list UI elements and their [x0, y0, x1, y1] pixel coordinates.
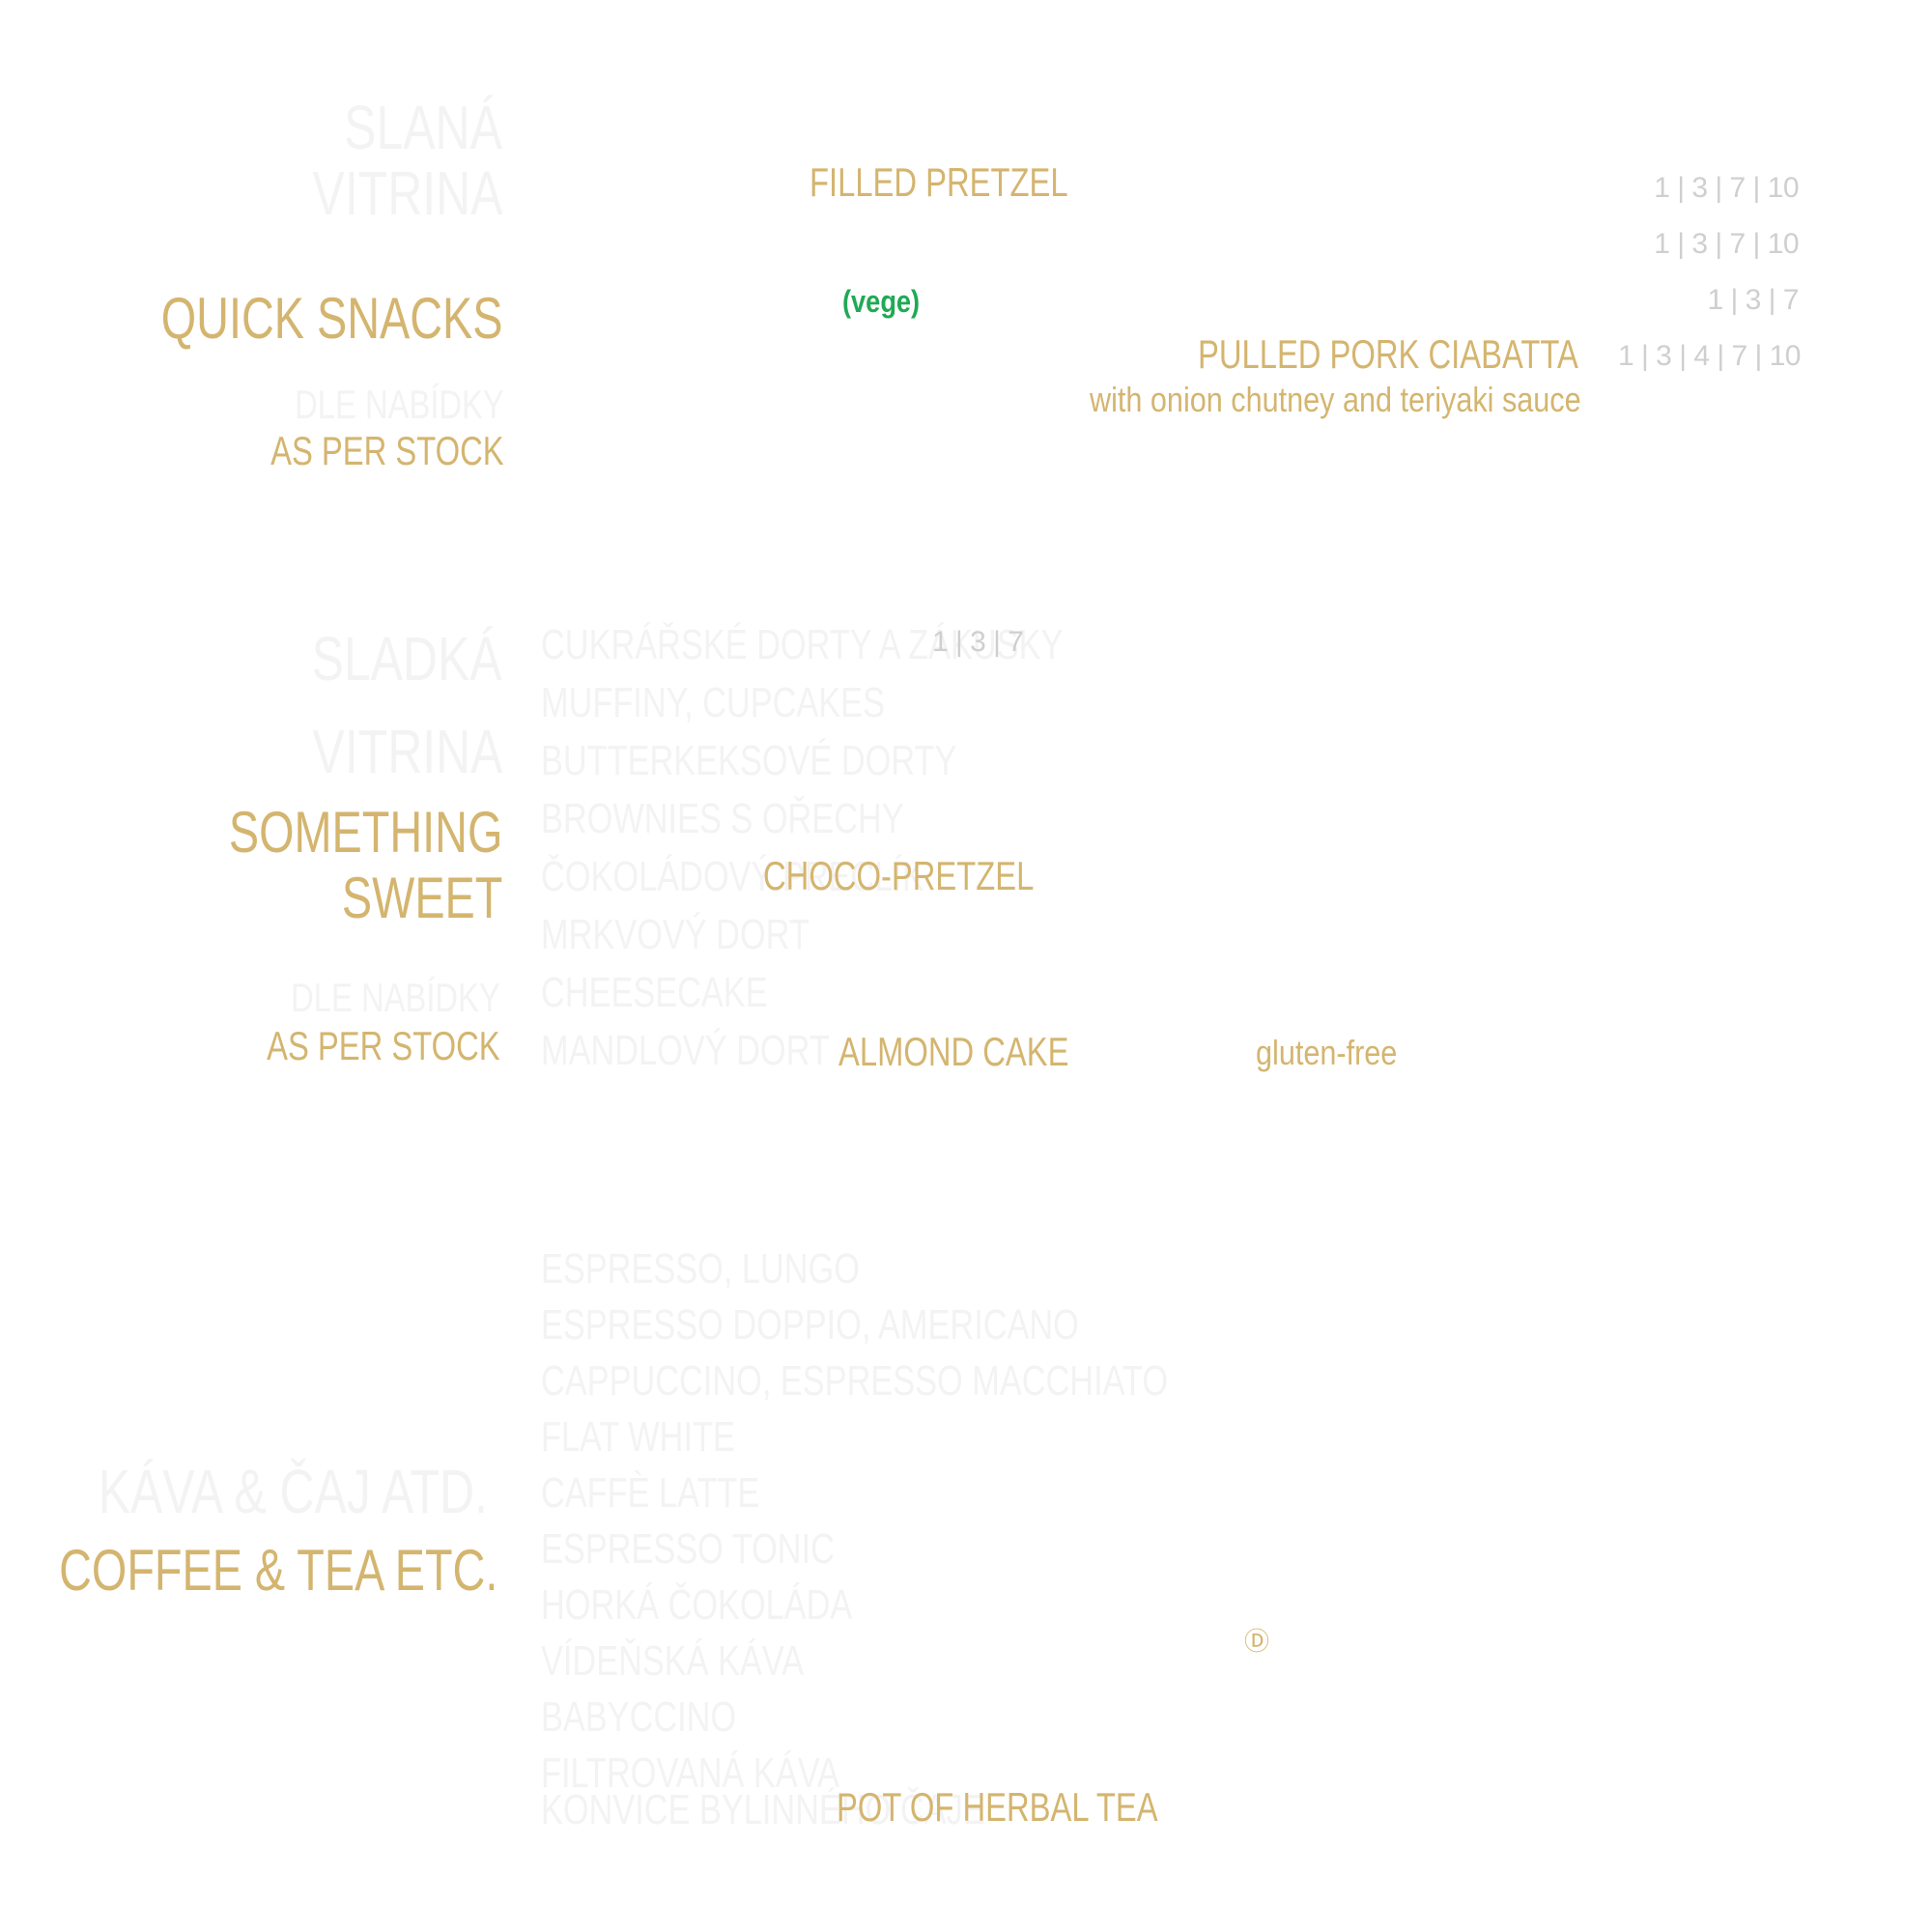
ghost-menu-row: ČOKOLÁDOVÝ PRECLÍK: [541, 853, 924, 900]
allergen-list: 1 | 3 | 7 | 10: [1654, 228, 1799, 260]
ghost-menu-row: MUFFINY, CUPCAKES: [541, 679, 885, 726]
ghost-price-note: DLE NABÍDKY: [295, 382, 504, 427]
stock-note: AS PER STOCK: [267, 1023, 500, 1068]
ghost-menu-row: CUKRÁŘSKÉ DORTY A ZÁKUSKY: [541, 621, 1064, 668]
ghost-menu-row: BABYCCINO: [541, 1693, 737, 1741]
category-title-coffee-tea: COFFEE & TEA ETC.: [58, 1538, 497, 1603]
category-title-something-sweet-line1: SOMETHING: [228, 800, 502, 865]
vege-badge: (vege): [842, 284, 921, 319]
ghost-menu-row: FILTROVANÁ KÁVA: [541, 1749, 839, 1797]
item-pulled-pork-ciabatta: PULLED PORK CIABATTA: [1198, 331, 1578, 377]
ghost-menu-row: CAFFÈ LATTE: [541, 1469, 760, 1517]
ghost-menu-row: MANDLOVÝ DORT: [541, 1027, 830, 1074]
ghost-category-title-line2: VITRINA: [312, 717, 502, 786]
ghost-menu-row: VÍDEŇSKÁ KÁVA: [541, 1637, 805, 1685]
ghost-menu-row: CHEESECAKE: [541, 969, 768, 1016]
ghost-menu-row: BROWNIES S OŘECHY: [541, 795, 904, 842]
item-description: with onion chutney and teriyaki sauce: [1090, 380, 1581, 419]
allergen-list: 1 | 3 | 4 | 7 | 10: [1618, 340, 1801, 372]
ghost-category-title-line1: SLANÁ: [344, 93, 502, 162]
allergen-list: 1 | 3 | 7 | 10: [1654, 172, 1799, 204]
ghost-menu-row: ESPRESSO TONIC: [541, 1525, 835, 1573]
decaf-symbol: Ⓓ: [1244, 1627, 1270, 1656]
allergen-list: 1 | 3 | 7: [932, 626, 1024, 658]
category-title-quick-snacks: QUICK SNACKS: [160, 286, 502, 351]
ghost-menu-row: MRKVOVÝ DORT: [541, 911, 810, 958]
ghost-menu-row: HORKÁ ČOKOLÁDA: [541, 1581, 853, 1629]
item-choco-pretzel: CHOCO-PRETZEL: [763, 853, 1035, 898]
ghost-category-title: KÁVA & ČAJ ATD.: [98, 1457, 488, 1526]
ghost-menu-row: ESPRESSO DOPPIO, AMERICANO: [541, 1301, 1079, 1349]
ghost-category-title-line1: SLADKÁ: [312, 624, 502, 694]
item-almond-cake: ALMOND CAKE: [838, 1029, 1069, 1074]
ghost-menu-row: BUTTERKEKSOVÉ DORTY: [541, 737, 957, 784]
item-pot-of-herbal-tea: POT OF HERBAL TEA: [837, 1784, 1158, 1830]
allergen-list: 1 | 3 | 7: [1707, 284, 1800, 316]
ghost-category-title-line2: VITRINA: [312, 158, 502, 228]
ghost-menu-row: ESPRESSO, LUNGO: [541, 1245, 860, 1293]
ghost-menu-row: CAPPUCCINO, ESPRESSO MACCHIATO: [541, 1357, 1169, 1405]
gluten-free-note: gluten-free: [1256, 1033, 1398, 1072]
item-filled-pretzel: FILLED PRETZEL: [810, 159, 1068, 205]
ghost-price-note: DLE NABÍDKY: [291, 975, 500, 1020]
ghost-menu-row: FLAT WHITE: [541, 1413, 735, 1461]
ghost-menu-row: KONVICE BYLINNÉHO ČAJE: [541, 1786, 985, 1833]
stock-note: AS PER STOCK: [270, 428, 504, 473]
category-title-something-sweet-line2: SWEET: [341, 866, 502, 930]
